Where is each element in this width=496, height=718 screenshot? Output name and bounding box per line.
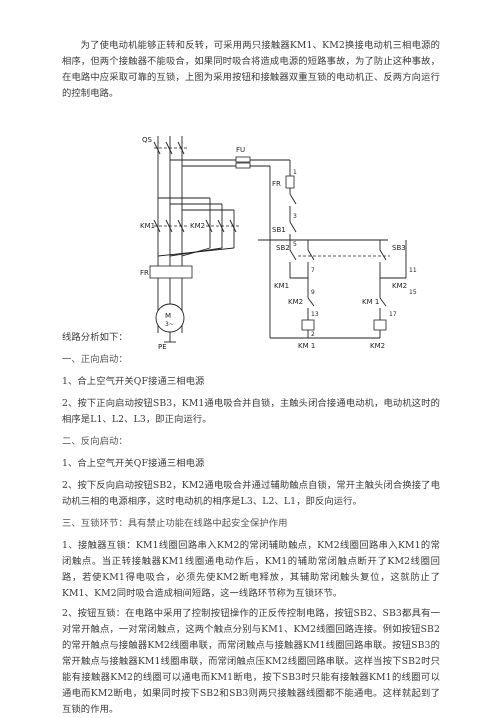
node-5: 5 <box>293 241 297 248</box>
label-qs: QS <box>142 136 153 144</box>
node-17: 17 <box>389 311 397 318</box>
node-11: 11 <box>409 267 417 274</box>
motor-control-circuit-diagram: QS FU FR 1 3 SB1 5 SB2 SB3 7 11 KM1 KM2 … <box>140 128 460 351</box>
interlock-contactor: 1、接触器互锁：KM1线圈回路串入KM2的常闭辅助触点，KM2线圈回路串入KM1… <box>62 540 440 599</box>
node-1: 1 <box>293 169 297 176</box>
label-pe: PE <box>158 343 167 350</box>
node-15: 15 <box>409 289 417 296</box>
label-km1-main: KM1 <box>140 222 155 230</box>
label-km2-main: KM2 <box>190 222 205 230</box>
node-2: 2 <box>311 331 315 338</box>
node-7: 7 <box>311 267 315 274</box>
node-3: 3 <box>293 213 297 220</box>
main-circuit <box>149 136 291 343</box>
document-page: 为了使电动机能够正转和反转，可采用两只接触器KM1、KM2换接电动机三相电源的相… <box>62 40 460 715</box>
label-motor-sub: 3~ <box>165 321 174 328</box>
label-km1-nc: KM 1 <box>362 298 379 306</box>
reverse-start-heading: 二、反向启动： <box>62 436 128 447</box>
reverse-step-1: 1、合上空气开关QF接通三相电源 <box>62 458 205 469</box>
reverse-step-2: 2、按下反向启动按钮SB2，KM2通电吸合并通过辅助触点自锁，常开主触头闭合换接… <box>62 480 440 507</box>
node-9: 9 <box>311 289 315 296</box>
interlock-button: 2、按钮互锁：在电路中采用了控制按钮操作的正反传控制电路，按钮SB2、SB3都具… <box>62 608 440 715</box>
label-km2-aux: KM2 <box>392 282 407 290</box>
label-fu: FU <box>236 146 245 154</box>
forward-step-1: 1、合上空气开关QF接通三相电源 <box>62 376 205 387</box>
label-km1-coil: KM 1 <box>298 342 315 350</box>
analysis-heading: 线路分析如下： <box>62 332 128 343</box>
label-motor: M <box>165 312 171 320</box>
control-circuit <box>258 166 407 339</box>
label-fr-main: FR <box>140 269 149 277</box>
node-13: 13 <box>311 311 319 318</box>
forward-start-heading: 一、正向启动： <box>62 354 128 365</box>
label-sb3: SB3 <box>392 244 406 252</box>
circuit-svg: QS FU FR 1 3 SB1 5 SB2 SB3 7 11 KM1 KM2 … <box>140 136 417 351</box>
interlock-heading: 三、互锁环节：具有禁止功能在线路中起安全保护作用 <box>62 518 288 529</box>
forward-step-2: 2、按下正向启动按钮SB3，KM1通电吸合并自锁，主触头闭合接通电动机，电动机这… <box>62 398 440 425</box>
label-km1-aux: KM1 <box>274 282 289 290</box>
label-sb1: SB1 <box>272 226 286 234</box>
label-fr-top: FR <box>272 180 281 188</box>
label-km2-nc: KM2 <box>288 298 303 306</box>
intro-paragraph: 为了使电动机能够正转和反转，可采用两只接触器KM1、KM2换接电动机三相电源的相… <box>62 40 440 99</box>
label-km2-coil: KM2 <box>370 342 385 350</box>
label-sb2: SB2 <box>276 244 290 252</box>
